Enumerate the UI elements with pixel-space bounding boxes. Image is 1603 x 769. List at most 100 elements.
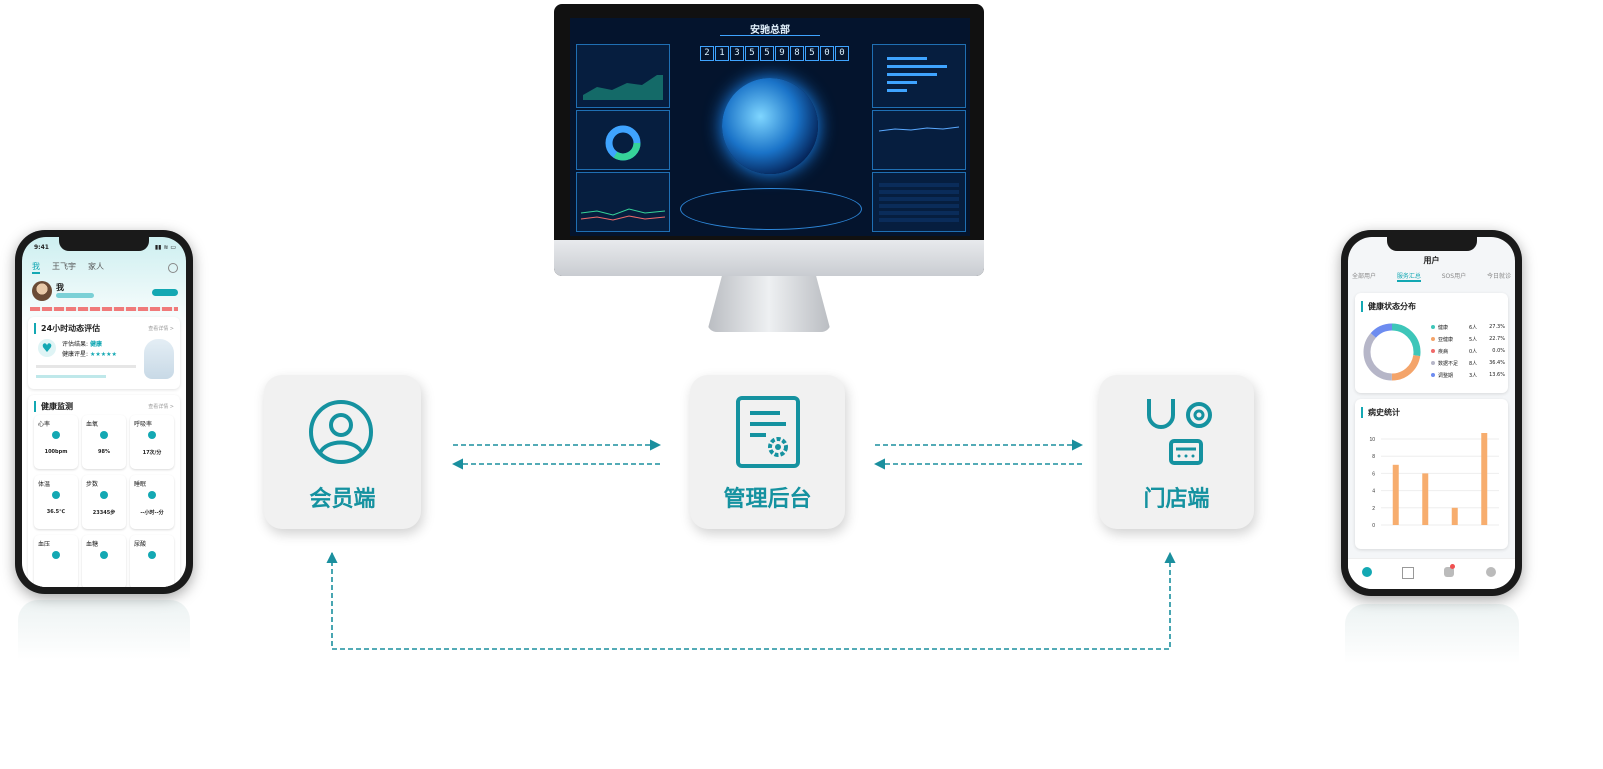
legend-dot [1431, 337, 1435, 341]
document-gear-icon [736, 396, 800, 468]
legend-pct: 13.6% [1489, 372, 1505, 378]
counter-digit: 5 [760, 46, 774, 61]
tab-family[interactable]: 家人 [88, 262, 104, 271]
counter-digit: 0 [820, 46, 834, 61]
user-name: 我 [56, 283, 64, 292]
tab-sos-users[interactable]: SOS用户 [1441, 273, 1467, 280]
nav-messages-icon[interactable] [1444, 567, 1454, 577]
tile-name: 睡眠 [134, 481, 147, 488]
phone-notch [59, 237, 149, 251]
counter-digit: 0 [835, 46, 849, 61]
monitor-tile[interactable]: 尿酸 [130, 535, 174, 587]
section-monitor-title: 健康监测 [34, 401, 73, 412]
monitor-tile[interactable]: 睡眠 --小时--分 [130, 475, 174, 529]
panel-table-rows [879, 183, 959, 223]
heart-icon: ♥ [38, 339, 56, 357]
tile-icon [100, 431, 108, 439]
legend-dot [1431, 361, 1435, 365]
bottom-nav [1348, 558, 1515, 589]
legend-name: 亚健康 [1438, 336, 1454, 343]
nav-users-icon[interactable] [1362, 567, 1372, 577]
tile-value: --小时--分 [140, 510, 164, 516]
legend-dot [1431, 325, 1435, 329]
counter-digit: 5 [805, 46, 819, 61]
health-manage-button[interactable] [152, 289, 178, 296]
monitor-tile[interactable]: 血压 [34, 535, 78, 587]
y-tick-label: 6 [1372, 471, 1375, 477]
health-score-label: 健康评星: [62, 351, 89, 358]
tab-all-users[interactable]: 全部用户 [1352, 273, 1377, 280]
legend-name: 健康 [1438, 324, 1449, 331]
view-detail-link[interactable]: 查看详情 > [148, 326, 174, 332]
nav-records-icon[interactable] [1402, 567, 1414, 579]
admin-node[interactable]: 管理后台 [690, 375, 845, 529]
assess-result-label: 评估结果: [62, 341, 89, 348]
legend-name: 数据不足 [1438, 360, 1459, 367]
member-phone: 9:41 ▮▮ ≋ ▭ 我 王飞宇 家人 我 24小时动态评估 查看详情 > ♥… [15, 230, 193, 594]
y-tick-label: 10 [1369, 437, 1375, 443]
tile-name: 呼吸率 [134, 421, 153, 428]
tile-name: 血压 [38, 541, 51, 548]
y-tick-label: 0 [1372, 523, 1375, 529]
history-title: 病史统计 [1361, 407, 1400, 418]
store-node-label: 门店端 [1143, 487, 1210, 512]
stethoscope-device-icon [1147, 399, 1212, 465]
tile-name: 尿酸 [134, 541, 147, 548]
tile-value: 98% [98, 449, 110, 455]
tab-me[interactable]: 我 [32, 261, 40, 274]
counter-digit: 2 [700, 46, 714, 61]
member-node[interactable]: 会员端 [264, 375, 421, 529]
panel-trend [872, 110, 966, 170]
store-phone-reflection [1345, 604, 1519, 664]
tab-wang[interactable]: 王飞宇 [52, 262, 76, 271]
tab-service-summary[interactable]: 服务汇总 [1396, 273, 1421, 282]
history-bar [1451, 507, 1458, 525]
panel-table [872, 172, 966, 232]
counter-digit: 8 [790, 46, 804, 61]
legend-pct: 27.3% [1489, 324, 1505, 330]
user-circle-icon [309, 400, 373, 464]
panel-hbar-chart [887, 57, 947, 92]
monitor-tile[interactable]: 血糖 [82, 535, 126, 587]
legend-count: 0人 [1469, 348, 1478, 355]
tile-icon [148, 491, 156, 499]
store-node[interactable]: 门店端 [1099, 375, 1254, 529]
panel-donut [576, 110, 670, 170]
y-tick-label: 8 [1372, 454, 1375, 460]
history-bar [1422, 473, 1429, 525]
arrow-member-store-loop [326, 551, 1176, 650]
panel-trend-chart [878, 126, 960, 132]
star-rating: ★★★★★ [89, 351, 117, 358]
bell-icon[interactable] [168, 263, 178, 273]
tile-icon [100, 491, 108, 499]
monitor-tile[interactable]: 呼吸率 17次/分 [130, 415, 174, 469]
donut-slice [1363, 323, 1421, 381]
tile-icon [100, 551, 108, 559]
legend-pct: 22.7% [1489, 336, 1505, 342]
tile-name: 心率 [38, 421, 51, 428]
tile-value: 23345步 [92, 510, 116, 516]
assess-tip-line [36, 375, 106, 378]
tile-value: 17次/分 [142, 450, 162, 456]
dynamic-assessment-card[interactable]: 24小时动态评估 查看详情 > ♥ 评估结果: 健康 健康评星: ★★★★★ [28, 317, 180, 389]
avatar[interactable] [32, 281, 52, 301]
tab-today-visits[interactable]: 今日就诊 [1486, 273, 1511, 280]
legend-count: 6人 [1469, 324, 1478, 331]
monitor-stand [707, 276, 831, 332]
store-tabs: 全部用户 服务汇总 SOS用户 今日就诊 [1352, 271, 1511, 282]
assess-result-value: 健康 [89, 341, 102, 348]
nav-profile-icon[interactable] [1486, 567, 1496, 577]
monitor-detail-link[interactable]: 查看详情 > [148, 404, 174, 410]
